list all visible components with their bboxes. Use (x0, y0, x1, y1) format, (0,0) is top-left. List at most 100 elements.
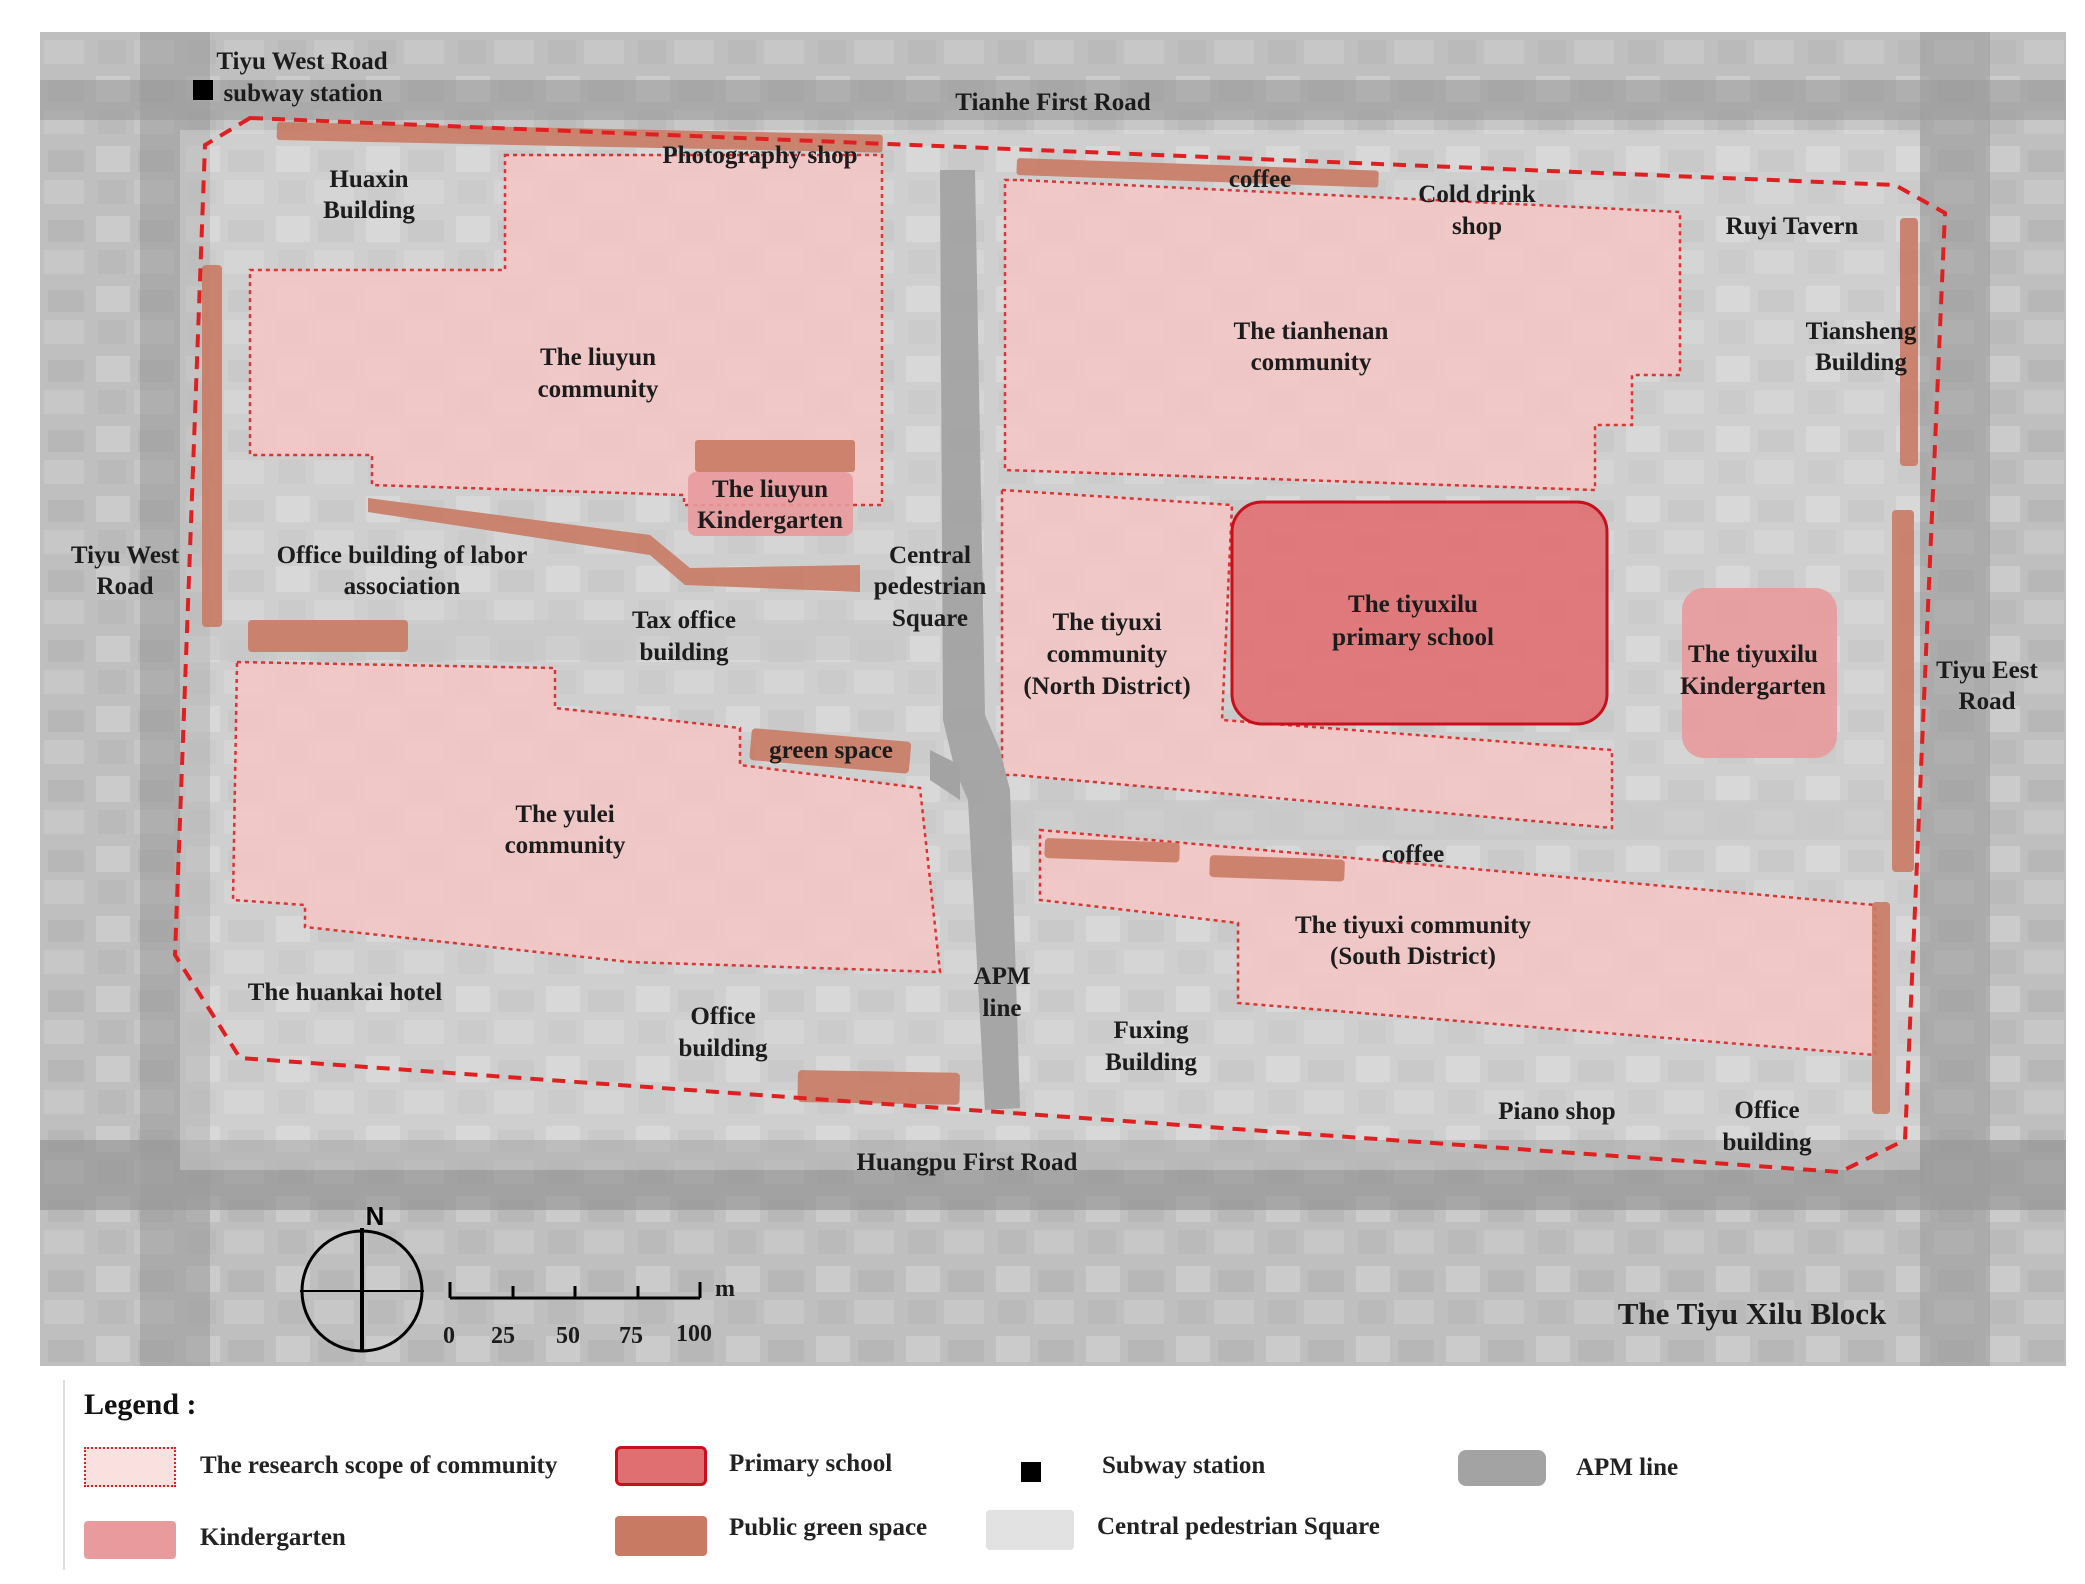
label-liuyun-2: community (538, 376, 659, 403)
liuyun-community-area (248, 153, 884, 507)
label-coffee-south: coffee (1382, 841, 1444, 868)
legend-swatch-research-scope (84, 1447, 176, 1487)
map-title: The Tiyu Xilu Block (1618, 1296, 1887, 1331)
green-space-liuyun (695, 440, 855, 472)
label-liuyun-kg-2: Kindergarten (697, 507, 843, 534)
map-labels: Tiyu West Road subway station Tianhe Fir… (71, 48, 2039, 1331)
label-office-south-1: Office (690, 1003, 755, 1030)
legend-divider (63, 1380, 65, 1570)
label-tax-1: Tax office (632, 607, 736, 634)
label-yulei-1: The yulei (515, 801, 614, 828)
label-road-west-2: Road (97, 573, 154, 600)
tiyuxilu-kindergarten-area (1682, 588, 1837, 758)
label-ruyi: Ruyi Tavern (1726, 213, 1859, 240)
scale-labels: 0 25 50 75 100 m (443, 1276, 735, 1349)
scale-label-50: 50 (556, 1323, 580, 1349)
label-office-se-1: Office (1734, 1097, 1799, 1124)
green-strip-north-west (276, 122, 883, 153)
green-strip-north-east (1016, 158, 1379, 188)
label-tiansheng-2: Building (1815, 349, 1907, 376)
label-photography: Photography shop (662, 142, 857, 169)
green-strip-south-2 (1209, 855, 1345, 882)
label-yulei-2: community (505, 832, 626, 859)
label-tiyuxi-north-2: community (1047, 641, 1168, 668)
label-huaxin-1: Huaxin (329, 166, 408, 193)
legend-swatch-kindergarten (84, 1521, 176, 1559)
legend-title: Legend : (84, 1388, 197, 1421)
label-liuyun-kg-1: The liuyun (712, 476, 828, 503)
label-apm-1: APM (974, 963, 1031, 990)
legend-label-subway: Subway station (1102, 1452, 1266, 1479)
label-tianhenan-1: The tianhenan (1234, 318, 1389, 345)
label-green-space: green space (769, 737, 893, 764)
green-space-west (248, 620, 408, 652)
label-huaxin-2: Building (323, 197, 415, 224)
label-subway-2: subway station (223, 80, 382, 107)
street-east (1920, 32, 1990, 1366)
label-square-3: Square (892, 605, 968, 632)
label-primary-2: primary school (1332, 624, 1494, 651)
street-south (40, 1140, 2066, 1210)
label-road-north: Tianhe First Road (955, 89, 1150, 116)
label-office-south-2: building (679, 1035, 768, 1062)
public-green-spaces (202, 122, 1918, 1114)
scale-label-75: 75 (619, 1323, 643, 1349)
scale-unit: m (715, 1276, 735, 1302)
label-cold-drink-2: shop (1452, 213, 1502, 240)
green-space-south (797, 1070, 960, 1105)
scale-bar (448, 1282, 702, 1300)
apm-line-branch (930, 750, 960, 800)
community-areas (231, 153, 1877, 1057)
scale-label-100: 100 (676, 1321, 712, 1347)
legend-label-research-scope: The research scope of community (200, 1452, 558, 1479)
tiyuxi-south-community-area (1038, 828, 1877, 1057)
label-tiyuxi-north-1: The tiyuxi (1052, 609, 1161, 636)
label-road-east-1: Tiyu Eest (1936, 657, 2038, 684)
legend-label-green-space: Public green space (729, 1514, 928, 1541)
label-tiansheng-1: Tiansheng (1806, 318, 1917, 345)
label-road-east-2: Road (1959, 688, 2016, 715)
label-tiyuxilu-kg-2: Kindergarten (1680, 673, 1826, 700)
tianhenan-community-area (1003, 178, 1682, 492)
compass: N (300, 1201, 424, 1353)
label-labor-1: Office building of labor (277, 542, 528, 569)
label-road-south: Huangpu First Road (857, 1149, 1078, 1176)
green-strip-east-upper (1900, 218, 1918, 466)
label-coffee-north: coffee (1229, 166, 1291, 193)
primary-school-area (1230, 500, 1609, 726)
street-west (140, 32, 210, 1366)
compass-north-label: N (366, 1201, 385, 1231)
apm-line (940, 170, 1020, 1110)
label-piano: Piano shop (1498, 1098, 1615, 1125)
street-north (40, 80, 2066, 120)
legend-swatch-green-space (615, 1516, 707, 1556)
label-tiyuxilu-kg-1: The tiyuxilu (1688, 641, 1818, 668)
label-tianhenan-2: community (1251, 349, 1372, 376)
label-square-2: pedestrian (874, 573, 987, 600)
legend-label-primary-school: Primary school (729, 1450, 893, 1477)
label-square-1: Central (889, 542, 971, 569)
label-fuxing-1: Fuxing (1113, 1017, 1189, 1044)
label-liuyun-1: The liuyun (540, 344, 656, 371)
green-strip-east-lower (1872, 902, 1890, 1114)
label-tax-2: building (640, 639, 729, 666)
green-path-labor (368, 498, 860, 592)
tiyuxi-north-community-area (1000, 488, 1614, 830)
label-tiyuxi-north-3: (North District) (1023, 673, 1190, 700)
label-office-se-2: building (1723, 1129, 1812, 1156)
label-apm-2: line (983, 995, 1022, 1022)
scale-label-25: 25 (491, 1323, 515, 1349)
legend-label-kindergarten: Kindergarten (200, 1524, 346, 1551)
liuyun-kindergarten-area (688, 472, 853, 536)
yulei-community-area (231, 660, 942, 974)
legend-swatch-primary-school (615, 1446, 707, 1486)
green-strip-south-1 (1044, 838, 1180, 863)
label-labor-2: association (344, 573, 461, 600)
legend-label-central-square: Central pedestrian Square (1097, 1513, 1380, 1540)
subway-station-marker (193, 80, 213, 100)
legend-swatch-subway (1021, 1462, 1041, 1482)
label-tiyuxi-south-1: The tiyuxi community (1295, 912, 1532, 939)
green-space-central (749, 728, 912, 774)
label-primary-1: The tiyuxilu (1348, 591, 1478, 618)
